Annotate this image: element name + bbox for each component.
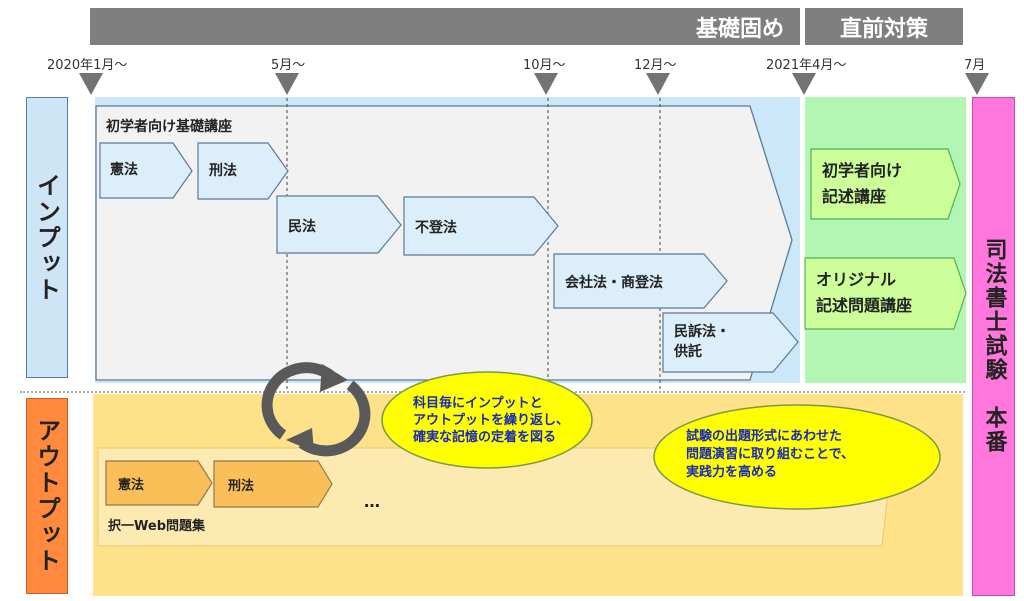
- output-subject-arrow: [213, 460, 333, 508]
- subject-label: 民訴法・ 供託: [674, 324, 730, 360]
- phase-foundation: 基礎固め: [90, 8, 800, 45]
- output-subject-label: 刑法: [228, 479, 255, 494]
- subject-arrow: [197, 142, 289, 200]
- callout-ellipse: [381, 371, 593, 469]
- phase-final: 直前対策: [805, 8, 963, 45]
- timeline-label: 5月～: [271, 58, 306, 73]
- final-course-arrow: [804, 257, 967, 330]
- cycle-arrows-icon: [261, 362, 371, 457]
- subject-arrow: [403, 196, 559, 256]
- timeline-marker-icon: [275, 73, 299, 95]
- subject-label: 刑法: [209, 163, 237, 179]
- timeline-marker-icon: [792, 73, 816, 95]
- output-ellipsis: …: [364, 492, 380, 511]
- subject-arrow: [99, 142, 193, 199]
- exam-box: 司法書士試験 本番: [972, 97, 1015, 596]
- subject-arrow: [276, 195, 402, 254]
- subject-label: 不登法: [415, 220, 457, 236]
- subject-label: 憲法: [110, 162, 138, 178]
- callout-ellipse: [653, 404, 941, 510]
- final-input-area: [805, 97, 966, 383]
- timeline-marker-icon: [79, 73, 103, 95]
- final-course-label: オリジナル 記述問題講座: [816, 270, 913, 315]
- final-course-label: 初学者向け 記述講座: [822, 161, 903, 206]
- row-label-input: インプット: [26, 97, 68, 378]
- timeline-marker-icon: [646, 73, 670, 95]
- basic-course-title: 初学者向け基礎講座: [106, 119, 232, 135]
- output-subject-label: 憲法: [118, 478, 145, 493]
- row-label-output: アウトプット: [26, 398, 68, 594]
- subject-arrow: [662, 312, 799, 373]
- timeline-marker-icon: [965, 73, 989, 95]
- callout-text: 試験の出題形式にあわせた 問題演習に取り組むことで、 実践力を高める: [686, 429, 855, 480]
- subject-label: 会社法・商登法: [565, 275, 663, 291]
- callout-text: 科目毎にインプットと アウトプットを繰り返し、 確実な記憶の定着を図る: [413, 396, 570, 445]
- timeline-label: 12月～: [634, 58, 677, 73]
- subject-label: 民法: [288, 219, 316, 235]
- subject-arrow: [553, 253, 728, 309]
- timeline-marker-icon: [534, 73, 558, 95]
- final-course-arrow: [810, 148, 961, 220]
- timeline-label: 2020年1月～: [47, 58, 128, 73]
- timeline-label: 10月～: [523, 58, 566, 73]
- timeline-label: 2021年4月～: [766, 58, 847, 73]
- timeline-label: 7月: [964, 58, 986, 73]
- web-problem-title: 択一Web問題集: [108, 519, 205, 534]
- output-subject-arrow: [105, 460, 213, 506]
